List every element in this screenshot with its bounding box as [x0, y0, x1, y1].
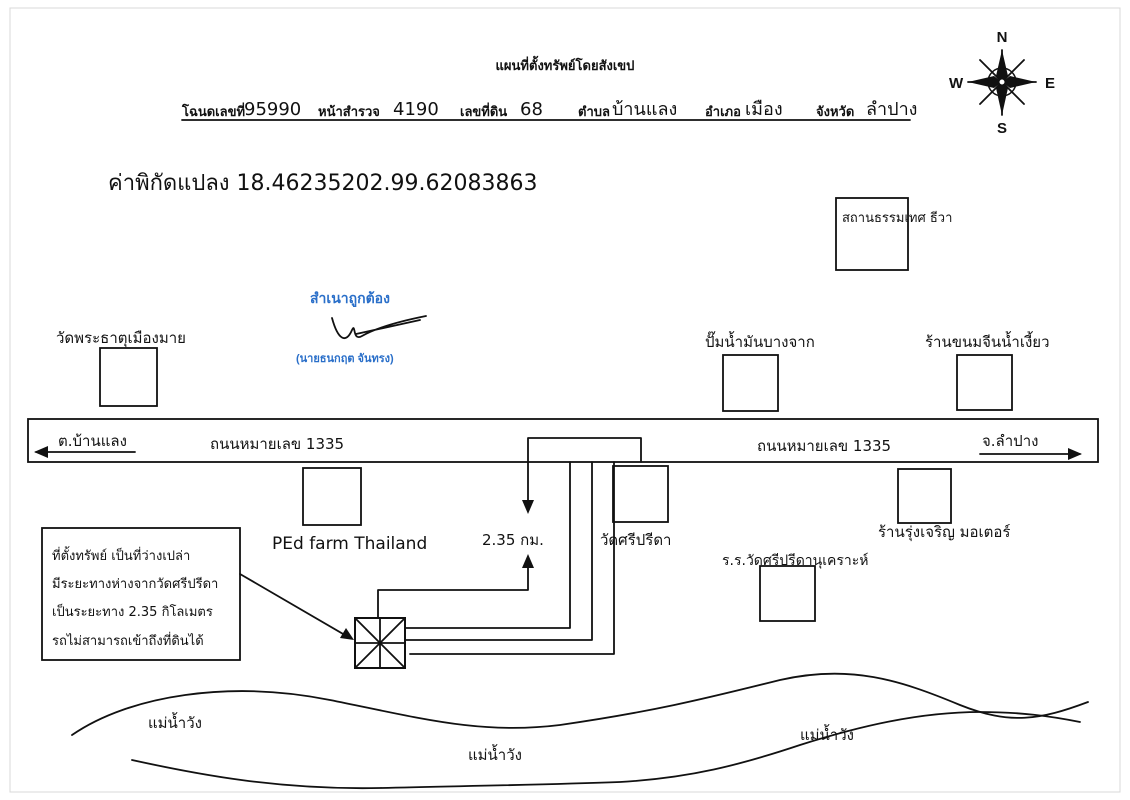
property-note: ที่ตั้งทรัพย์ เป็นที่ว่างเปล่า มีระยะทาง…	[41, 527, 241, 661]
stamp-name: (นายธนกฤต จันทรง)	[296, 352, 394, 365]
road-outline	[27, 418, 1099, 463]
road-1335: ต.บ้านแลง ถนนหมายเลข 1335 ถนนหมายเลข 133…	[27, 418, 1099, 463]
noodle-shop-box	[956, 354, 1013, 411]
note-line-3: เป็นระยะทาง 2.35 กิโลเมตร	[52, 602, 213, 620]
map-title: แผนที่ตั้งทรัพย์โดยสังเขป	[496, 55, 635, 73]
temple-sri-box	[612, 465, 669, 523]
compass-west: W	[949, 75, 964, 92]
route-line-middle	[405, 461, 593, 641]
compass-east: E	[1045, 75, 1055, 92]
province-label: จังหวัด	[816, 104, 854, 119]
road-label-right: ถนนหมายเลข 1335	[757, 437, 891, 455]
route-line-outer	[409, 461, 615, 655]
route-line-inner	[405, 461, 571, 629]
pet-farm-box	[302, 467, 362, 526]
temple-sri-label: วัดศรีปรีดา	[600, 531, 671, 549]
road-left-direction: ต.บ้านแลง	[58, 432, 127, 450]
temple-top-left-label: วัดพระธาตุเมืองมาย	[56, 329, 186, 348]
district-label: อำเภอ	[705, 104, 741, 119]
subdistrict-label: ตำบล	[578, 104, 610, 119]
stamp-text: สำเนาถูกต้อง	[310, 290, 390, 307]
gas-station-label: ปั๊มน้ำมันบางจาก	[705, 331, 815, 351]
distance-label: 2.35 กม.	[482, 531, 544, 549]
district-value: เมือง	[745, 99, 783, 120]
subdistrict-value: บ้านแลง	[612, 99, 677, 120]
road-right-direction: จ.ลำปาง	[982, 432, 1038, 450]
note-line-2: มีระยะทางห่างจากวัดศรีปรีดา	[52, 576, 218, 592]
gas-station-box	[722, 354, 779, 412]
survey-number: 4190	[393, 99, 439, 120]
land-label: เลขที่ดิน	[460, 102, 507, 119]
parcel-coordinates: ค่าพิกัดแปลง 18.46235202.99.62083863	[108, 171, 537, 196]
survey-label: หน้าสำรวจ	[318, 104, 380, 119]
river-label-mid: แม่น้ำวัง	[468, 744, 522, 764]
sports-field-label: สถานธรรมเทศ ธีวา	[842, 210, 952, 226]
road-label-left: ถนนหมายเลข 1335	[210, 435, 344, 453]
deed-number: 95990	[244, 99, 301, 120]
sports-field-box	[835, 197, 909, 271]
river-bank-lower	[131, 711, 1081, 790]
note-pointer	[239, 573, 351, 639]
property-parcel-icon	[354, 617, 406, 669]
route-up-arrow	[377, 559, 529, 618]
page-border	[9, 7, 1121, 793]
note-box	[41, 527, 241, 661]
note-line-4: รถไม่สามารถเข้าถึงที่ดินได้	[52, 632, 204, 649]
route-to-distance-arrow	[527, 437, 642, 509]
river-label-left: แม่น้ำวัง	[148, 712, 202, 732]
school-label: ร.ร.วัดศรีปรีดานุเคราะห์	[722, 552, 869, 569]
compass-south: S	[997, 120, 1007, 137]
province-value: ลำปาง	[866, 99, 917, 120]
signature-mark	[331, 315, 427, 340]
river-bank-upper	[71, 672, 1089, 736]
noodle-shop-label: ร้านขนมจีนน้ำเงี้ยว	[925, 331, 1050, 351]
school-box	[759, 565, 816, 622]
pet-farm-label: PEd farm Thailand	[272, 534, 427, 554]
temple-top-left-box	[99, 347, 158, 407]
motor-shop-label: ร้านรุ่งเจริญ มอเตอร์	[878, 523, 1010, 542]
deed-label: โฉนดเลขที่	[181, 102, 245, 119]
compass-north: N	[997, 29, 1008, 46]
compass-rose-icon: N S E W	[949, 29, 1055, 137]
note-line-1: ที่ตั้งทรัพย์ เป็นที่ว่างเปล่า	[52, 546, 190, 564]
river-label-right: แม่น้ำวัง	[800, 724, 854, 744]
motor-shop-box	[897, 468, 952, 524]
certified-copy-stamp: สำเนาถูกต้อง (นายธนกฤต จันทรง)	[296, 290, 394, 365]
land-number: 68	[520, 99, 543, 120]
deed-info-line: โฉนดเลขที่ 95990 หน้าสำรวจ 4190 เลขที่ดิ…	[181, 99, 917, 121]
